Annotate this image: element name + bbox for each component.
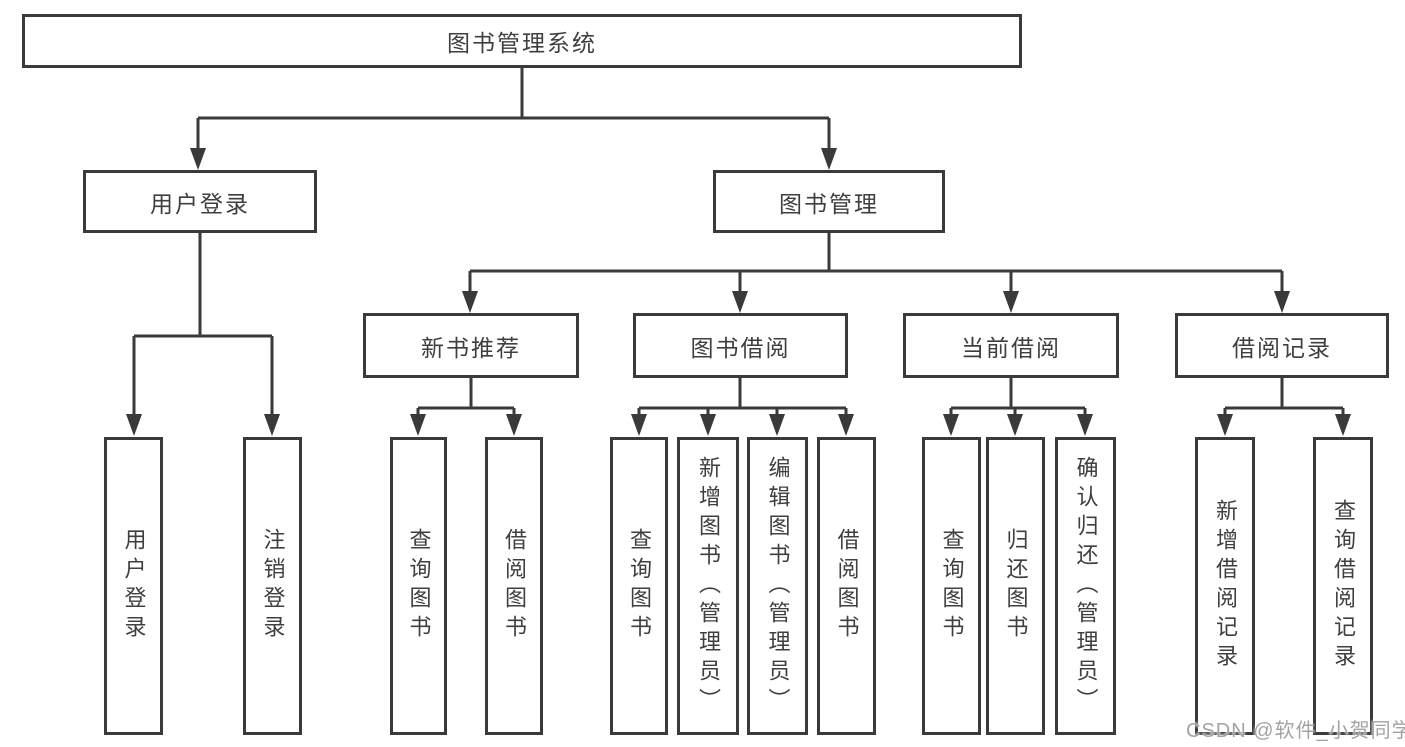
csdn-watermark: CSDN @软件_小贺同学 [1186, 720, 1405, 742]
leaf-label: 用户登录 [121, 528, 147, 644]
node-borrow-records: 借阅记录 [1175, 313, 1389, 378]
leaf-label: 查询图书 [627, 528, 652, 644]
leaf-label: 借阅图书 [834, 528, 860, 644]
leaf-label: 新增借阅记录 [1213, 499, 1238, 673]
leaf-borrow-books-borrowing: 借阅图书 [817, 437, 876, 735]
leaf-query-books-current: 查询图书 [922, 437, 981, 735]
leaf-label: 归还图书 [1003, 528, 1029, 644]
node-current-borrowing: 当前借阅 [903, 313, 1119, 378]
node-label: 图书管理系统 [447, 30, 597, 56]
leaf-label: 查询图书 [939, 528, 965, 644]
leaf-label: 查询借阅记录 [1331, 499, 1356, 673]
leaf-label: 确认归还（管理员） [1073, 455, 1099, 717]
node-new-book-recommend: 新书推荐 [363, 313, 579, 378]
leaf-return-books: 归还图书 [986, 437, 1045, 735]
leaf-borrow-books-newbooks: 借阅图书 [485, 437, 543, 735]
leaf-query-books-newbooks: 查询图书 [390, 437, 447, 735]
leaf-add-book-admin: 新增图书（管理员） [677, 437, 739, 735]
leaf-add-borrow-record: 新增借阅记录 [1195, 437, 1255, 735]
leaf-user-login: 用户登录 [104, 437, 163, 735]
node-book-management: 图书管理 [713, 170, 945, 233]
leaf-logout: 注销登录 [243, 437, 302, 735]
leaf-label: 注销登录 [260, 528, 286, 644]
leaf-confirm-return-admin: 确认归还（管理员） [1055, 437, 1116, 735]
node-label: 当前借阅 [961, 334, 1061, 361]
node-book-borrowing: 图书借阅 [633, 313, 848, 378]
node-label: 新书推荐 [421, 334, 521, 361]
node-library-system: 图书管理系统 [22, 14, 1022, 68]
leaf-label: 编辑图书（管理员） [765, 455, 791, 717]
leaf-query-books-borrowing: 查询图书 [610, 437, 668, 735]
leaf-edit-book-admin: 编辑图书（管理员） [747, 437, 808, 735]
node-label: 图书借阅 [690, 334, 791, 361]
node-label: 借阅记录 [1232, 334, 1332, 361]
leaf-label: 借阅图书 [502, 528, 527, 644]
node-label: 用户登录 [150, 190, 250, 217]
node-user-login: 用户登录 [83, 170, 317, 233]
leaf-label: 新增图书（管理员） [696, 455, 721, 717]
leaf-query-borrow-record: 查询借阅记录 [1313, 437, 1373, 735]
node-label: 图书管理 [779, 190, 879, 217]
leaf-label: 查询图书 [406, 528, 432, 644]
